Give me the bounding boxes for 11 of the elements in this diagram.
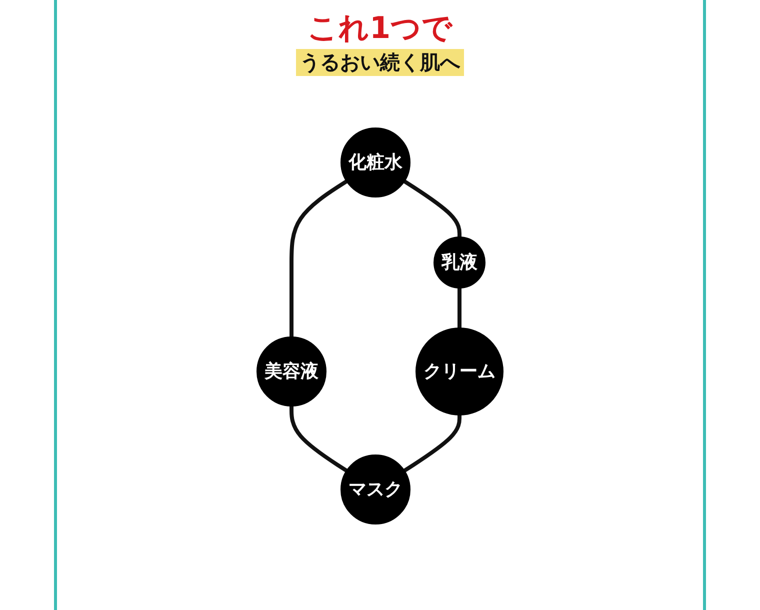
node-circle: 化粧水 [340,128,410,198]
node-circle: クリーム [416,328,504,416]
connector [290,406,348,472]
subheadline-text: うるおい続く肌へ [296,49,464,76]
node-circle: マスク [340,454,410,524]
connector [403,180,462,237]
headline-text: これ1つで [308,10,452,48]
connector [290,180,348,337]
connector [458,288,462,328]
node-circle: 美容液 [256,336,326,406]
connector [403,415,462,472]
